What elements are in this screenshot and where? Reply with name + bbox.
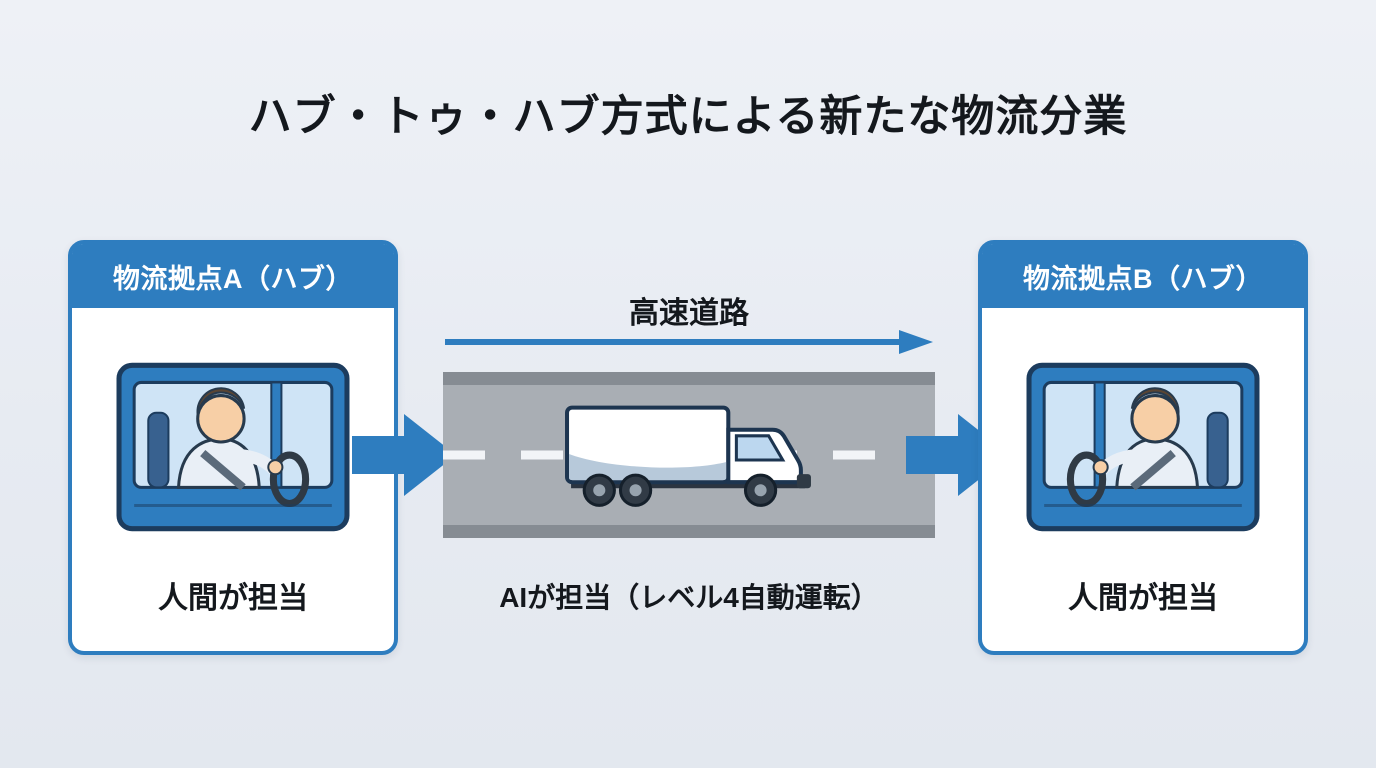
highway-label: 高速道路	[629, 297, 749, 330]
human-driver-a-icon	[116, 362, 350, 532]
hub-a-card: 物流拠点A（ハブ） 人間が担当	[68, 240, 398, 655]
hub-a-header: 物流拠点A（ハブ）	[72, 244, 394, 308]
hub-b-caption: 人間が担当	[1068, 582, 1218, 615]
highway-road	[443, 372, 935, 538]
page-title: ハブ・トゥ・ハブ方式による新たな物流分業	[248, 93, 1128, 141]
hub-a-caption: 人間が担当	[158, 582, 308, 615]
highway-direction-arrow-icon	[443, 328, 935, 356]
hub-b-header: 物流拠点B（ハブ）	[982, 244, 1304, 308]
autonomous-truck-icon	[563, 401, 815, 515]
hub-b-card: 物流拠点B（ハブ） 人間が担当	[978, 240, 1308, 655]
flow-arrow-left-icon	[352, 409, 458, 501]
human-driver-b-icon	[1026, 362, 1260, 532]
highway-caption: AIが担当（レベル4自動運転）	[499, 582, 879, 613]
